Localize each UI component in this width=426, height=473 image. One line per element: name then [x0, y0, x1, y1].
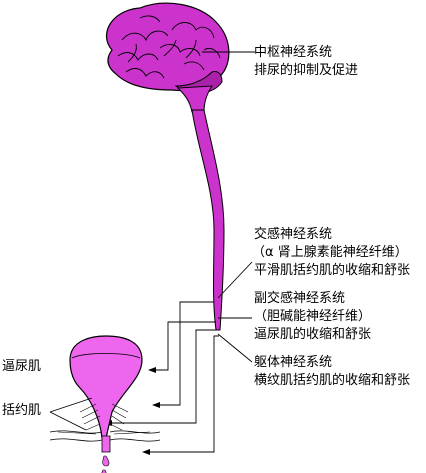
brain-illustration: [106, 2, 230, 113]
sympathetic-fiber: （α 肾上腺素能神经纤维）: [252, 245, 408, 260]
cns-title: 中枢神经系统: [254, 45, 333, 60]
somatic-title: 躯体神经系统: [254, 355, 333, 370]
label-pointers: [202, 51, 255, 363]
parasympathetic-fiber: （胆碱能神经纤维）: [254, 309, 372, 324]
sphincter-label: 括约肌: [2, 403, 42, 418]
nerve-pathways: [112, 301, 219, 453]
sympathetic-effect: 平滑肌括约肌的收缩和舒张: [254, 263, 411, 278]
spinal-cord: [191, 109, 225, 331]
detrusor-label: 逼尿肌: [2, 359, 42, 374]
sphincter-pointers: [49, 397, 93, 431]
sympathetic-title: 交感神经系统: [254, 227, 333, 242]
parasympathetic-title: 副交感神经系统: [254, 291, 346, 306]
somatic-effect: 横纹肌括约肌的收缩和舒张: [254, 373, 411, 388]
pelvic-floor: [49, 430, 161, 442]
sphincter-muscle: [57, 403, 151, 435]
parasympathetic-effect: 逼尿肌的收缩和舒张: [254, 327, 372, 342]
cns-description: 排尿的抑制及促进: [254, 63, 359, 78]
bladder-illustration: [69, 335, 143, 473]
